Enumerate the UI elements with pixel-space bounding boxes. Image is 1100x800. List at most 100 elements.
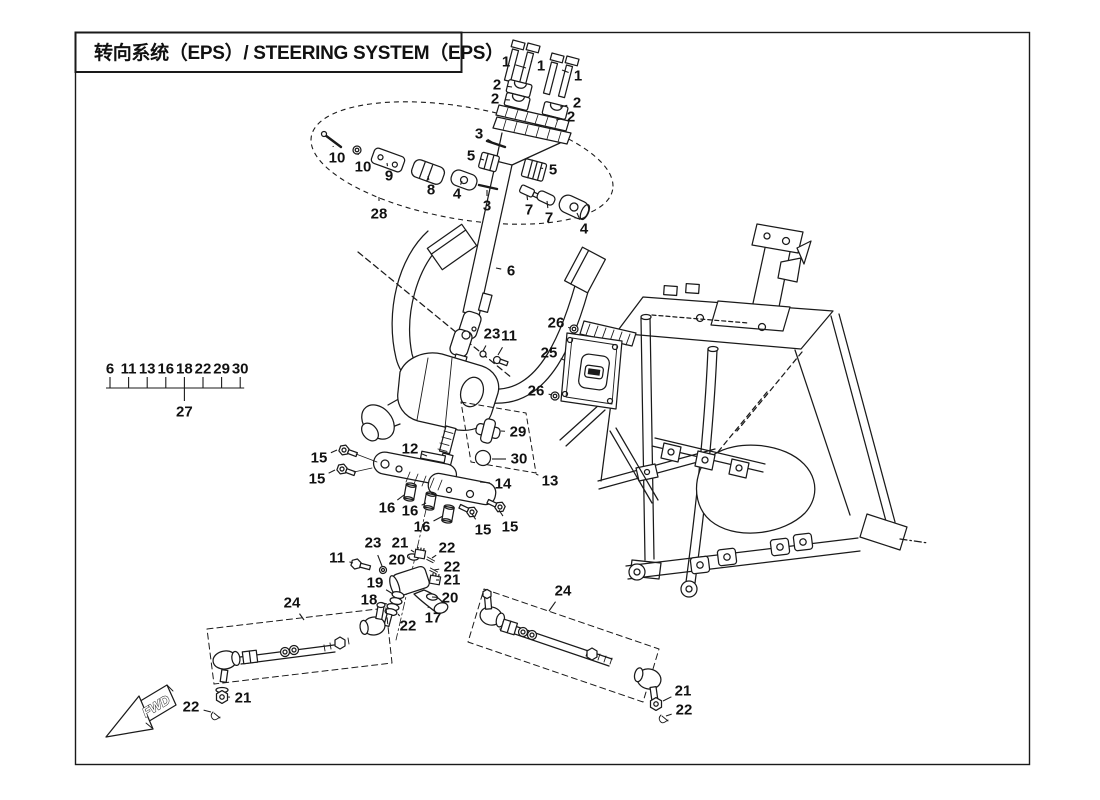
callout-20: 20 xyxy=(389,552,406,569)
strip-member-29: 29 xyxy=(213,361,230,378)
plate-bolt xyxy=(338,444,358,458)
callout-2: 2 xyxy=(493,77,501,94)
callout-2: 2 xyxy=(491,91,499,108)
rod-nut xyxy=(649,696,663,712)
callout-leader-4 xyxy=(460,180,463,185)
damper-detail-box xyxy=(460,401,537,474)
plate-bolt xyxy=(486,498,506,513)
callout-22: 22 xyxy=(439,540,456,557)
shaft-spacer xyxy=(536,190,556,206)
callout-3: 3 xyxy=(483,198,491,215)
callout-leader-14 xyxy=(479,481,491,484)
callout-23: 23 xyxy=(365,535,382,552)
callout-4: 4 xyxy=(580,221,589,238)
title-box xyxy=(74,31,463,73)
eps-motor xyxy=(361,387,419,442)
callout-16: 16 xyxy=(402,503,419,520)
callout-leader-19 xyxy=(385,589,394,595)
callout-28: 28 xyxy=(371,206,388,223)
callout-leader-6 xyxy=(495,267,502,270)
callout-11: 11 xyxy=(329,550,345,567)
callout-16: 16 xyxy=(379,500,396,517)
callout-leader-15 xyxy=(498,509,504,517)
ecu-bolt xyxy=(550,391,560,401)
callout-15: 15 xyxy=(309,471,326,488)
callout-leader-8 xyxy=(427,175,430,181)
callout-30: 30 xyxy=(511,451,528,468)
column-sticker xyxy=(477,292,493,314)
callout-leader-16 xyxy=(433,515,444,522)
arm-bolt xyxy=(350,558,372,571)
callout-21: 21 xyxy=(675,683,692,700)
callout-1: 1 xyxy=(537,58,545,75)
callout-20: 20 xyxy=(442,590,459,607)
callout-leader-22 xyxy=(665,713,672,717)
callout-21: 21 xyxy=(444,572,461,589)
callout-leader-7 xyxy=(546,200,549,209)
callout-leader-1 xyxy=(561,69,569,74)
callout-leader-15 xyxy=(330,449,338,454)
castle-nut xyxy=(428,572,442,586)
callout-29: 29 xyxy=(510,424,527,441)
callout-25: 25 xyxy=(541,345,558,362)
callout-7: 7 xyxy=(545,210,553,227)
steering-arm-assembly xyxy=(350,546,449,628)
plate-spacer xyxy=(403,482,417,502)
callout-leader-1 xyxy=(530,60,533,63)
callout-21: 21 xyxy=(235,690,252,707)
callout-26: 26 xyxy=(548,315,565,332)
callout-1: 1 xyxy=(502,54,510,71)
steering-damper xyxy=(475,418,501,444)
callout-23: 23 xyxy=(484,326,501,343)
u-joint-b xyxy=(558,194,591,221)
callout-leader-7 xyxy=(526,195,529,201)
tie-rod-box xyxy=(467,588,660,703)
callout-1: 1 xyxy=(574,68,582,85)
callout-leader-1 xyxy=(515,64,527,69)
callout-leader-22 xyxy=(431,554,437,559)
callout-leader-18 xyxy=(381,602,388,605)
callout-2: 2 xyxy=(573,95,581,112)
callout-10: 10 xyxy=(329,150,346,167)
rod-cotter-pin xyxy=(210,711,221,721)
strip-member-22: 22 xyxy=(195,361,212,378)
callout-leader-2 xyxy=(555,118,562,121)
callout-leader-25 xyxy=(560,357,565,361)
cotter-pin xyxy=(426,556,436,564)
callout-leader-11 xyxy=(497,346,503,356)
callout-leader-5 xyxy=(480,158,485,161)
callout-6: 6 xyxy=(507,263,515,280)
strip-member-18: 18 xyxy=(176,361,193,378)
callout-leader-22 xyxy=(203,709,212,713)
shaft-sleeve xyxy=(410,159,446,185)
callout-leader-13 xyxy=(535,473,539,476)
callout-leader-21 xyxy=(410,549,415,553)
callout-leader-16 xyxy=(396,494,405,501)
plate-bolt xyxy=(458,503,478,518)
callout-26: 26 xyxy=(528,383,545,400)
callout-leader-26 xyxy=(568,326,571,329)
cap-part xyxy=(474,449,492,467)
callout-22: 22 xyxy=(444,559,461,576)
callout-leader-21 xyxy=(662,696,672,702)
chassis-frame xyxy=(559,223,929,598)
strip-member-16: 16 xyxy=(157,361,174,378)
callout-5: 5 xyxy=(549,162,557,179)
callout-7: 7 xyxy=(525,202,533,219)
plate-bolt xyxy=(336,463,356,477)
tie-rod-left xyxy=(206,601,393,721)
callout-leader-22 xyxy=(433,568,440,571)
callout-leader-12 xyxy=(421,453,428,457)
coupler-b xyxy=(520,158,548,182)
callout-15: 15 xyxy=(502,519,519,536)
strip-member-11: 11 xyxy=(121,361,137,378)
callout-leader-26 xyxy=(548,393,553,396)
callout-leader-3 xyxy=(487,138,493,143)
callout-leader-22 xyxy=(397,613,401,617)
strip-member-30: 30 xyxy=(232,361,249,378)
callout-leader-11 xyxy=(349,561,354,564)
eps-control-unit xyxy=(550,320,637,410)
